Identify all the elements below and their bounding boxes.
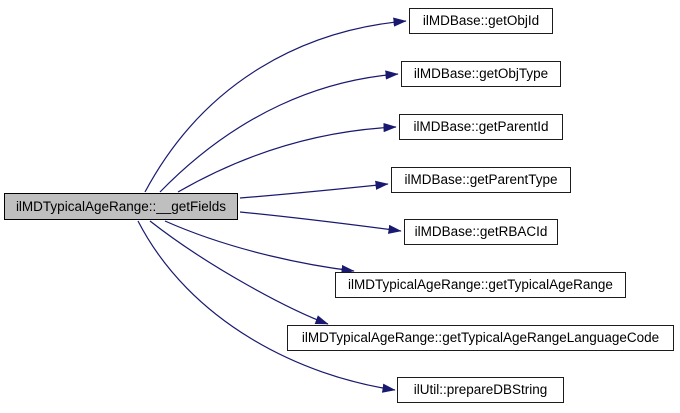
node-getObjType[interactable]: ilMDBase::getObjType xyxy=(401,61,561,87)
node-getRBACId[interactable]: ilMDBase::getRBACId xyxy=(404,219,558,245)
edge-to-getTypicalAgeRange xyxy=(164,220,355,275)
node-getTypicalAgeRangeLanguageCode[interactable]: ilMDTypicalAgeRange::getTypicalAgeRangeL… xyxy=(287,325,674,351)
node-prepareDBString[interactable]: ilUtil::prepareDBString xyxy=(397,377,564,403)
node-source-getFields: ilMDTypicalAgeRange::__getFields xyxy=(4,193,238,220)
edge-to-getTypicalAgeRangeLanguageCode xyxy=(149,220,329,325)
edge-to-prepareDBString xyxy=(137,220,396,393)
edge-to-getParentType xyxy=(239,180,389,199)
node-getTypicalAgeRange[interactable]: ilMDTypicalAgeRange::getTypicalAgeRange xyxy=(335,272,626,298)
node-getParentType[interactable]: ilMDBase::getParentType xyxy=(391,167,571,193)
edge-to-getObjId xyxy=(144,17,407,193)
edge-to-getParentId xyxy=(177,122,397,193)
node-getParentId[interactable]: ilMDBase::getParentId xyxy=(399,114,563,140)
edge-to-getObjType xyxy=(159,70,399,193)
edge-to-getRBACId xyxy=(239,211,402,234)
node-getObjId[interactable]: ilMDBase::getObjId xyxy=(409,8,553,34)
